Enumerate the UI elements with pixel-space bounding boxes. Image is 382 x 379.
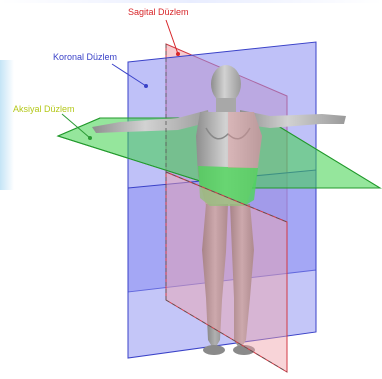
axial-plane-label: Aksiyal Düzlem: [13, 104, 75, 114]
head: [211, 65, 241, 103]
coronal-plane-label: Koronal Düzlem: [53, 52, 117, 62]
neck: [216, 98, 236, 112]
sagittal-pointer-dot: [176, 52, 180, 56]
axial-pointer-dot: [88, 136, 92, 140]
sagittal-plane-label: Sagital Düzlem: [128, 7, 189, 17]
coronal-pointer-dot: [144, 84, 148, 88]
left-foot: [203, 345, 225, 355]
